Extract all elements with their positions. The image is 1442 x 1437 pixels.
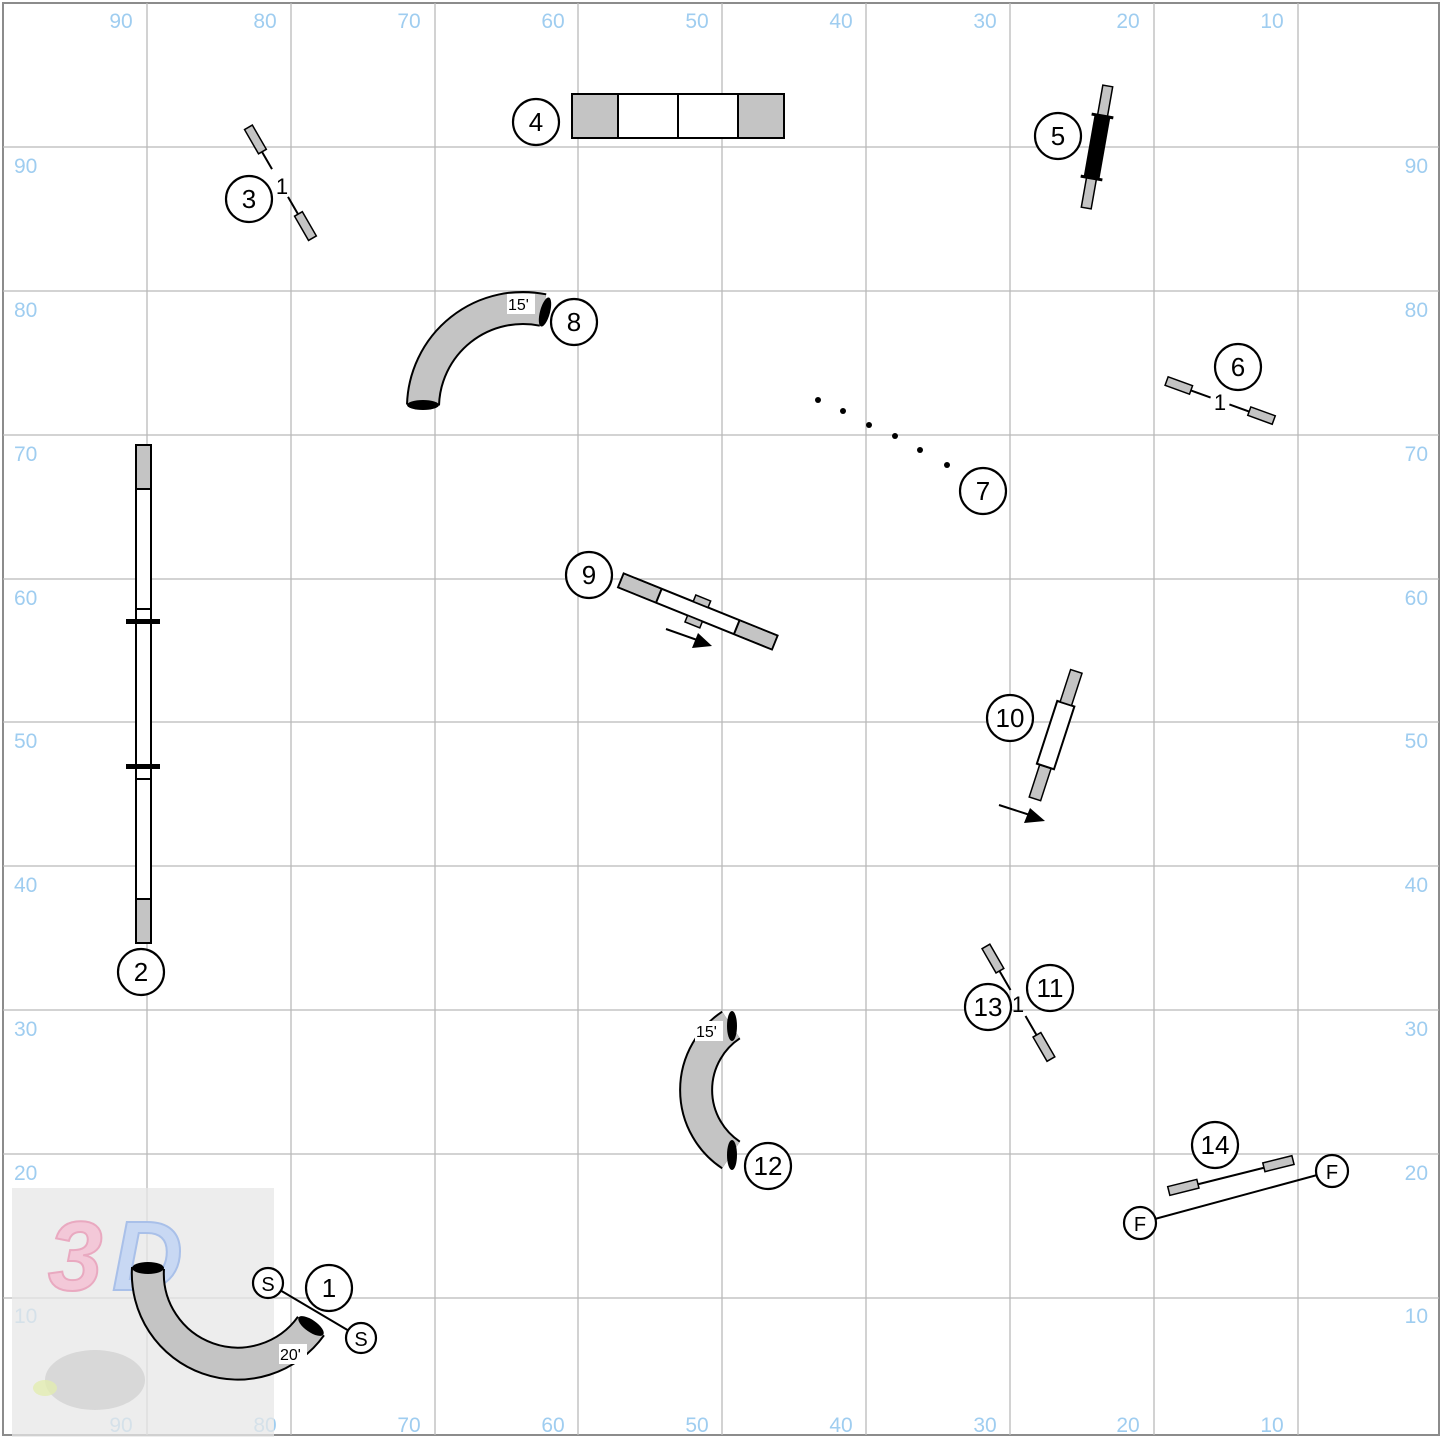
jump-6-bar-label: 1 (1214, 390, 1226, 415)
right-label: 30 (1405, 1018, 1428, 1041)
bottom-label: 50 (685, 1414, 708, 1437)
bottom-label: 60 (541, 1414, 564, 1437)
bottom-label: 40 (829, 1414, 852, 1437)
bottom-label: 10 (1260, 1414, 1283, 1437)
left-label: 30 (14, 1018, 37, 1041)
top-label: 90 (109, 10, 132, 33)
tunnel-8-length: 15' (508, 297, 529, 314)
left-label: 20 (14, 1162, 37, 1185)
top-label: 50 (685, 10, 708, 33)
left-label: 60 (14, 587, 37, 610)
obstacle-3-number: 3 (242, 184, 256, 214)
left-label: 70 (14, 443, 37, 466)
right-label: 10 (1405, 1305, 1428, 1328)
start-label: S (354, 1329, 367, 1351)
obstacle-14-number: 14 (1201, 1130, 1230, 1160)
obstacle-9-number: 9 (582, 560, 596, 590)
bottom-label: 70 (397, 1414, 420, 1437)
obstacle-7-number: 7 (976, 476, 990, 506)
bottom-label: 20 (1116, 1414, 1139, 1437)
obstacle-13-number: 13 (974, 992, 1003, 1022)
right-label: 90 (1405, 155, 1428, 178)
right-label: 20 (1405, 1162, 1428, 1185)
right-label: 50 (1405, 730, 1428, 753)
obstacle-12-number: 12 (754, 1151, 783, 1181)
obstacle-4-number: 4 (529, 107, 543, 137)
right-label: 40 (1405, 874, 1428, 897)
top-label: 20 (1116, 10, 1139, 33)
top-label: 80 (253, 10, 276, 33)
finish-label: F (1326, 1162, 1338, 1184)
jump-3-bar-label: 1 (276, 174, 288, 199)
obstacle-5-number: 5 (1051, 121, 1065, 151)
bottom-label: 30 (973, 1414, 996, 1437)
svg-text:3: 3 (48, 1201, 103, 1311)
obstacle-6-number: 6 (1231, 352, 1245, 382)
obstacle-2-number: 2 (134, 957, 148, 987)
right-label: 80 (1405, 299, 1428, 322)
top-label: 30 (973, 10, 996, 33)
obstacle-8-number: 8 (567, 307, 581, 337)
top-label: 10 (1260, 10, 1283, 33)
tunnel-1-length: 20' (280, 1347, 301, 1364)
left-label: 50 (14, 730, 37, 753)
start-label: S (261, 1274, 274, 1296)
left-label: 40 (14, 874, 37, 897)
left-label: 80 (14, 299, 37, 322)
right-label: 60 (1405, 587, 1428, 610)
obstacle-1-number: 1 (322, 1273, 336, 1303)
left-label: 90 (14, 155, 37, 178)
top-label: 70 (397, 10, 420, 33)
top-label: 60 (541, 10, 564, 33)
jump-11-bar-label: 1 (1012, 992, 1024, 1017)
obstacle-10-number: 10 (996, 703, 1025, 733)
obstacle-11-number: 11 (1037, 973, 1064, 1003)
top-label: 40 (829, 10, 852, 33)
finish-label: F (1134, 1214, 1146, 1236)
tunnel-12-length: 15' (696, 1024, 717, 1041)
right-label: 70 (1405, 443, 1428, 466)
